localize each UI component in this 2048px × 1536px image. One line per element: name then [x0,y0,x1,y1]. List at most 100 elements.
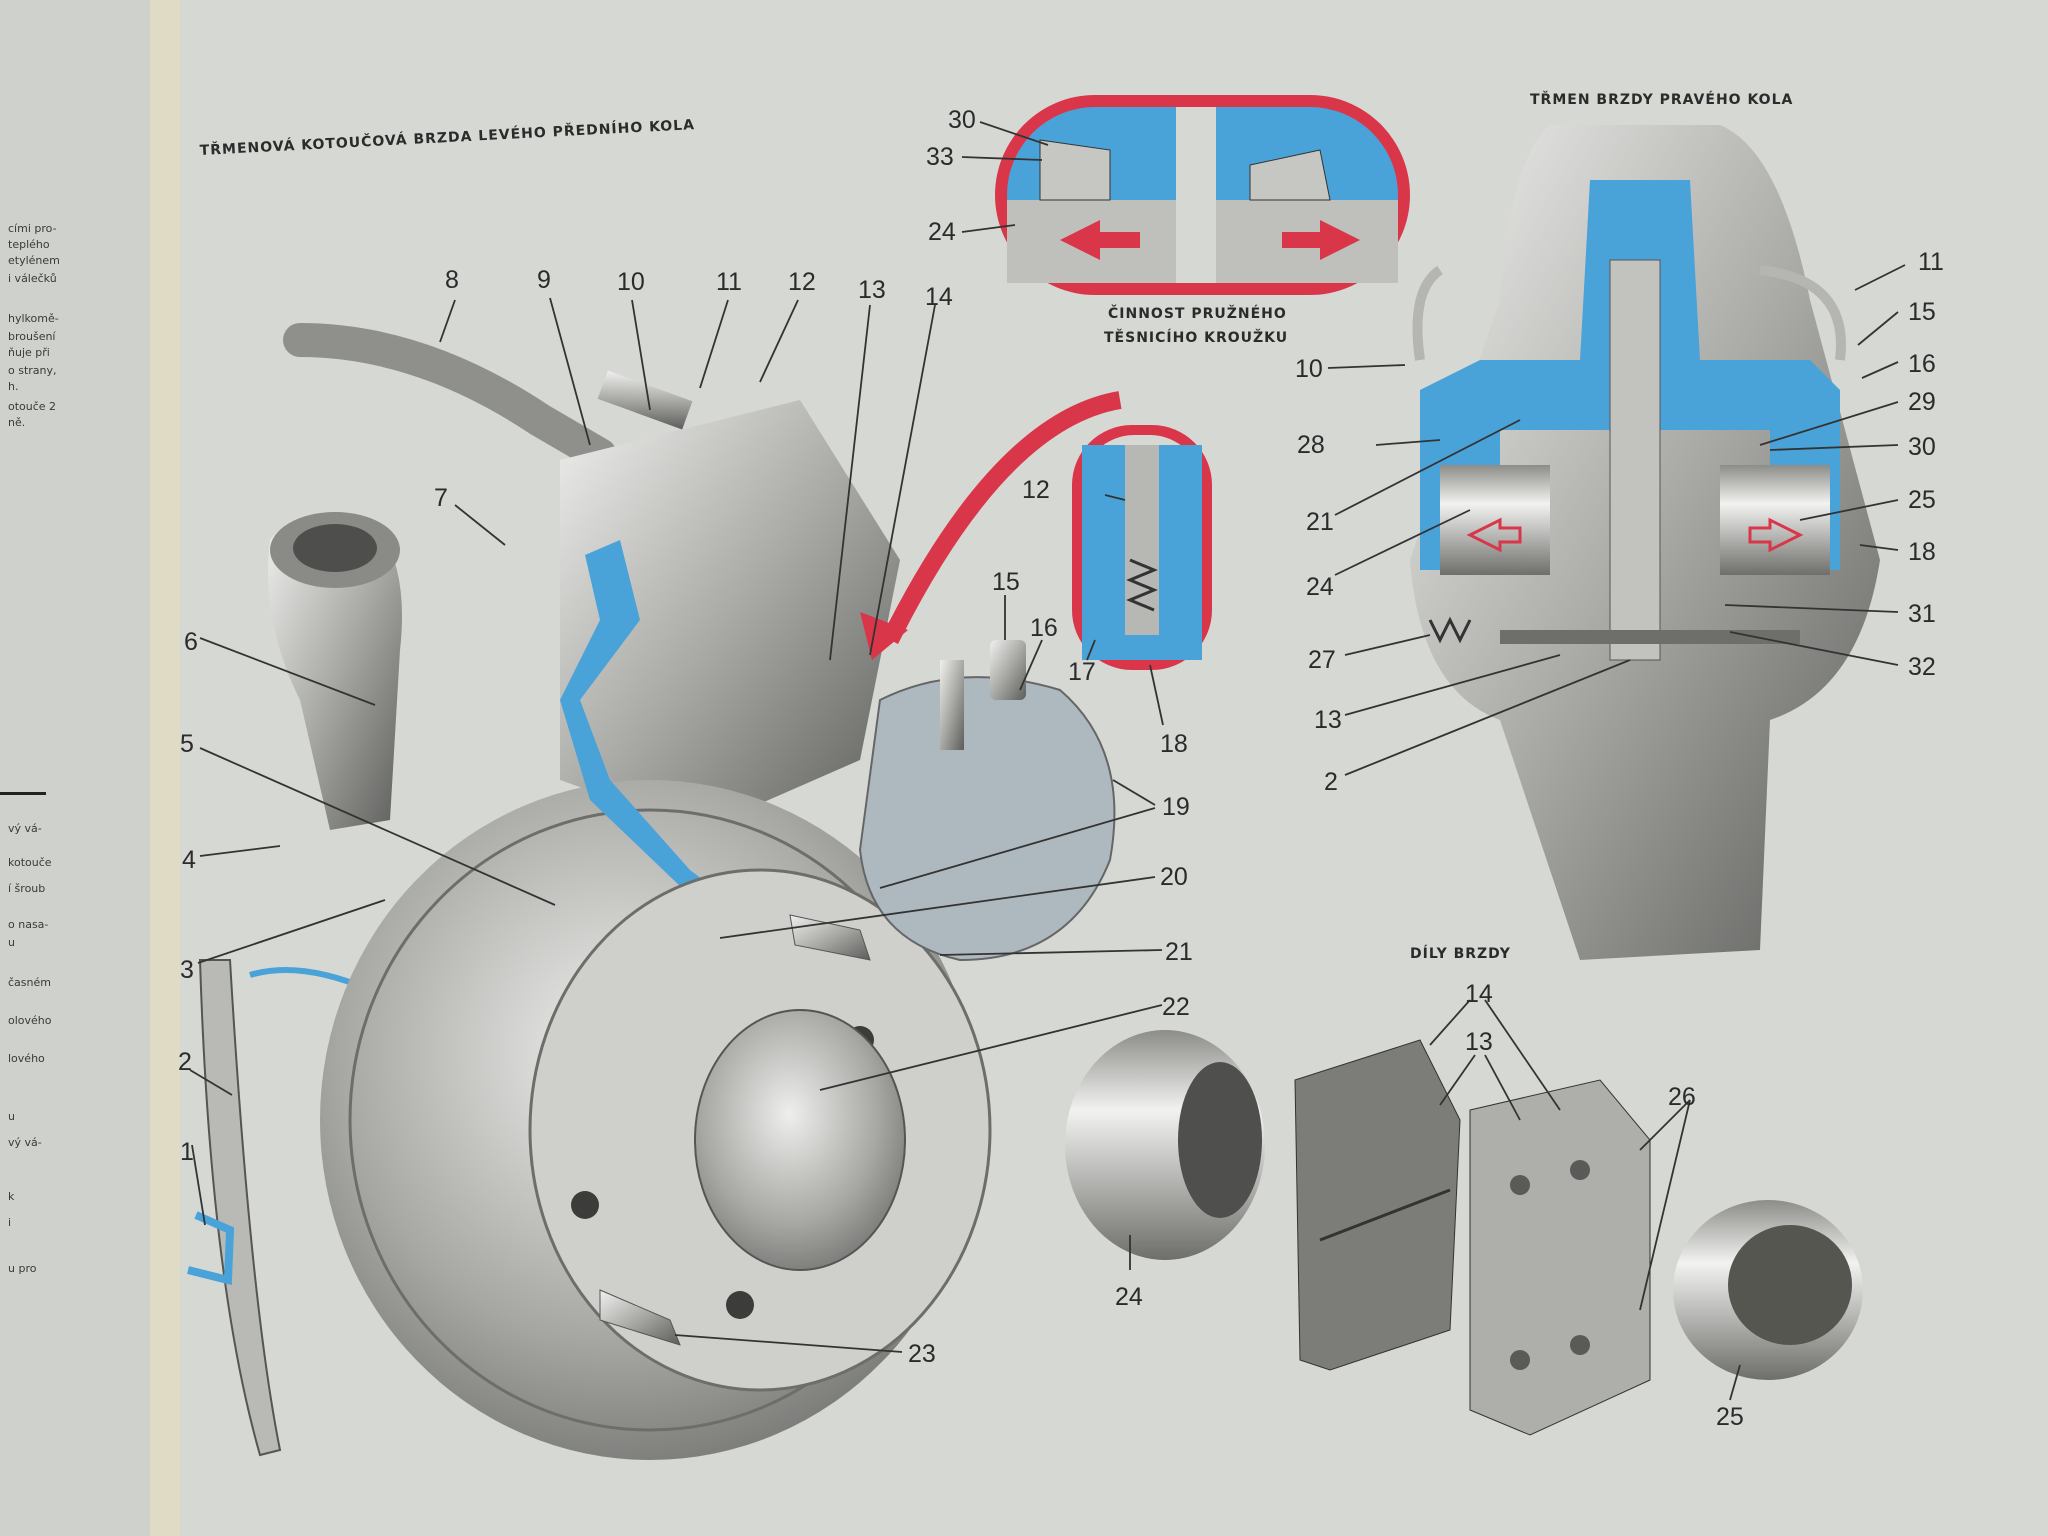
rc-callout-16: 16 [1908,350,1936,378]
seal-callout-30: 30 [948,106,976,134]
leader [454,504,506,546]
leader [699,299,729,389]
leader [1854,264,1906,291]
hose-union [597,370,693,430]
margin-text-line: h. [8,380,18,393]
leader [1327,364,1406,369]
piston-part-24-bore [1178,1062,1262,1218]
rc-callout-28: 28 [1297,431,1325,459]
leader [1344,654,1561,716]
piston-arrow-right [1748,517,1804,553]
leader [1344,659,1631,776]
steering-knuckle-arm [268,513,402,830]
leader [1344,634,1431,656]
brake-pipe [940,660,964,750]
leader [961,156,1043,161]
book-gutter [150,0,180,1536]
callout-7: 7 [434,484,448,512]
callout-3: 3 [180,956,194,984]
right-caliper-section [1410,125,1880,960]
margin-rule [0,792,46,795]
margin-text-line: u [8,936,15,949]
leader [1149,664,1164,726]
seal-inset-break [1176,107,1216,283]
rc-callout-31: 31 [1908,600,1936,628]
margin-text-line: ně. [8,416,25,429]
seal-action-inset [995,95,1410,295]
leader-lines [189,121,1906,1401]
rc-callout-21: 21 [1306,508,1334,536]
leader [1759,401,1899,446]
rc-callout-15: 15 [1908,298,1936,326]
callout-14: 14 [925,283,953,311]
brake-pad-rear [1294,1039,1461,1371]
callout-12: 12 [788,268,816,296]
callout-15: 15 [992,568,1020,596]
margin-text-line: časném [8,976,51,989]
leader [1729,631,1899,666]
rc-callout-24: 24 [1306,573,1334,601]
knuckle-bore [293,524,377,572]
leader [1859,544,1899,551]
leader [1799,499,1899,521]
leader [197,899,386,964]
leader [1429,999,1471,1046]
leader [829,304,871,661]
hub-cap [694,1009,906,1271]
margin-text-line: cími pro- [8,222,57,235]
parts-callout-24: 24 [1115,1283,1143,1311]
pad-pin [1500,630,1800,644]
leader [719,876,1156,939]
margin-text-line: í šroub [8,882,45,895]
callout-9: 9 [537,266,551,294]
parts-callout-25: 25 [1716,1403,1744,1431]
margin-text-line: vý vá- [8,1136,42,1149]
leader [879,807,1156,889]
arrow-left [1060,220,1140,260]
leader [961,224,1016,233]
margin-text-line: i válečků [8,272,57,285]
leader [1104,494,1126,501]
rc-callout-11: 11 [1918,248,1944,276]
leader [759,299,799,383]
leader [1484,999,1561,1111]
callout-labels: 1 2 3 4 5 6 7 8 9 10 11 12 13 14 15 16 1… [178,106,1944,1431]
seal-caption-line2: TĚSNICÍHO KROUŽKU [1104,329,1288,346]
leader [199,637,376,706]
margin-text-line: kotouče [8,856,52,869]
leader [979,121,1049,146]
leader [199,845,281,857]
callout-6: 6 [184,628,198,656]
right-caliper-title: TŘMEN BRZDY PRAVÉHO KOLA [1530,91,1793,108]
margin-text-line: teplého [8,238,50,251]
leader [1769,444,1899,451]
callout-1: 1 [180,1138,194,1166]
section-cut-blue [560,540,735,985]
rc-callout-27: 27 [1308,646,1336,674]
margin-text-line: u pro [8,1262,37,1275]
brake-hose [283,323,617,472]
rc-callout-2: 2 [1324,768,1338,796]
margin-text-line: broušení [8,330,56,343]
anti-rattle-spring [1428,616,1472,644]
pad-groove [1319,1188,1451,1242]
parts-callout-14: 14 [1465,980,1493,1008]
leader [1019,639,1043,691]
leader [1112,779,1156,806]
inset-valve-stem [1125,445,1159,635]
parts-group [1065,1030,1863,1436]
leader [1729,1364,1741,1401]
leader [1334,419,1521,516]
piston-arrow-left [1466,517,1522,553]
rc-callout-32: 32 [1908,653,1936,681]
piston-right [1720,465,1830,575]
rc-callout-25: 25 [1908,486,1936,514]
margin-text-line: lového [8,1052,45,1065]
callout-10: 10 [617,268,645,296]
leader [674,1334,903,1353]
callout-18: 18 [1160,730,1188,758]
seal-ring-right [1249,149,1331,201]
leader [439,299,456,343]
